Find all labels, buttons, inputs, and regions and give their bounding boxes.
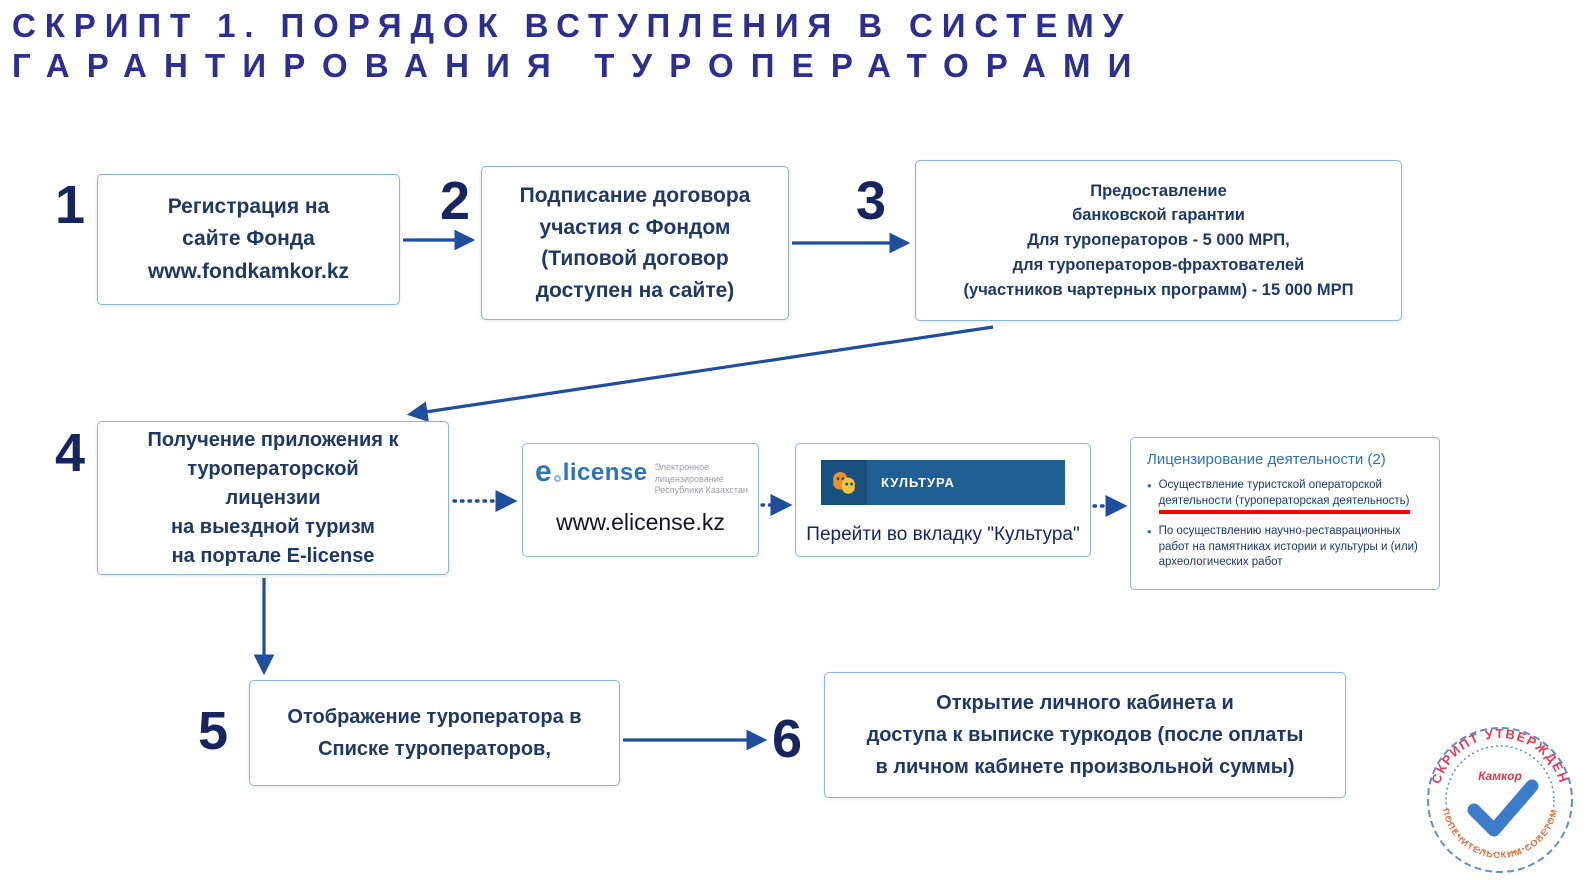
step-3-text: Предоставление банковской гарантии Для т… (963, 181, 1354, 299)
license-bullet-2: По осуществлению научно-реставрационных … (1147, 524, 1425, 571)
license-bullet-1-line-1: Осуществление туристской операторской (1158, 479, 1382, 491)
step-4-number: 4 (55, 423, 86, 483)
step-3-number: 3 (856, 171, 887, 231)
step-1-number: 1 (55, 175, 86, 235)
approval-stamp: СКРИПТ УТВЕРЖДЕН ПОПЕЧИТЕЛЬСКИМ СОВЕТОМ … (1427, 726, 1573, 873)
elicense-logo-license: license (562, 459, 648, 486)
step-5-text: Отображение туроператора в Списке туропе… (287, 706, 582, 760)
step-2-text: Подписание договора участия с Фондом (Ти… (519, 184, 751, 302)
elicense-logo-caption: Электронное лицензирование Республики Ка… (654, 462, 748, 496)
kultura-banner: КУЛЬТУРА (821, 460, 1065, 505)
license-list-header: Лицензирование деятельности (2) (1147, 451, 1386, 468)
kultura-banner-label: КУЛЬТУРА (881, 475, 955, 490)
license-bullet-1: Осуществление туристской операторской де… (1147, 478, 1425, 515)
page-title-line-1: СКРИПТ 1. ПОРЯДОК ВСТУПЛЕНИЯ В СИСТЕМУ (12, 7, 1133, 44)
elicense-logo-e: e (535, 455, 552, 488)
license-bullet-1-line-2-highlighted: деятельности (туроператорская деятельнос… (1158, 494, 1410, 515)
theater-masks-icon (833, 471, 855, 494)
kultura-icon-cell (821, 460, 867, 505)
page-title-line-2: ГАРАНТИРОВАНИЯ ТУРОПЕРАТОРАМИ (12, 46, 1149, 84)
elicense-panel: e license Электронное лицензирование Рес… (522, 443, 759, 557)
kultura-caption: Перейти во вкладку "Культура" (806, 524, 1080, 545)
step-1-box: Регистрация на сайте Фонда www.fondkamko… (97, 174, 400, 305)
step-6-number: 6 (772, 709, 803, 769)
step-5-number: 5 (198, 701, 229, 761)
step-1-text: Регистрация на сайте Фонда www.fondkamko… (147, 194, 350, 283)
elicense-logo: e license (535, 455, 648, 488)
elicense-logo-row: e license Электронное лицензирование Рес… (523, 444, 758, 497)
step-5-box: Отображение туроператора в Списке туропе… (249, 680, 620, 786)
license-list-panel: Лицензирование деятельности (2) Осуществ… (1130, 437, 1440, 590)
step-4-text: Получение приложения к туроператорской л… (147, 428, 399, 567)
license-bullet-2-text: По осуществлению научно-реставрационных … (1158, 525, 1418, 569)
step-4-box: Получение приложения к туроператорской л… (97, 421, 449, 575)
elicense-url: www.elicense.kz (556, 509, 725, 536)
step-6-box: Открытие личного кабинета и доступа к вы… (824, 672, 1346, 798)
arrow-step3-to-step4 (406, 325, 994, 422)
step-6-text: Открытие личного кабинета и доступа к вы… (866, 692, 1304, 778)
step-2-number: 2 (440, 171, 471, 231)
kultura-panel: КУЛЬТУРА Перейти во вкладку "Культура" (795, 443, 1091, 557)
step-3-box: Предоставление банковской гарантии Для т… (915, 160, 1402, 321)
stamp-brand: Камкор (1478, 769, 1522, 783)
check-icon (1467, 779, 1539, 837)
page-title: СКРИПТ 1. ПОРЯДОК ВСТУПЛЕНИЯ В СИСТЕМУ Г… (12, 6, 1149, 85)
elicense-logo-dot-icon (553, 475, 561, 482)
step-2-box: Подписание договора участия с Фондом (Ти… (481, 166, 789, 320)
